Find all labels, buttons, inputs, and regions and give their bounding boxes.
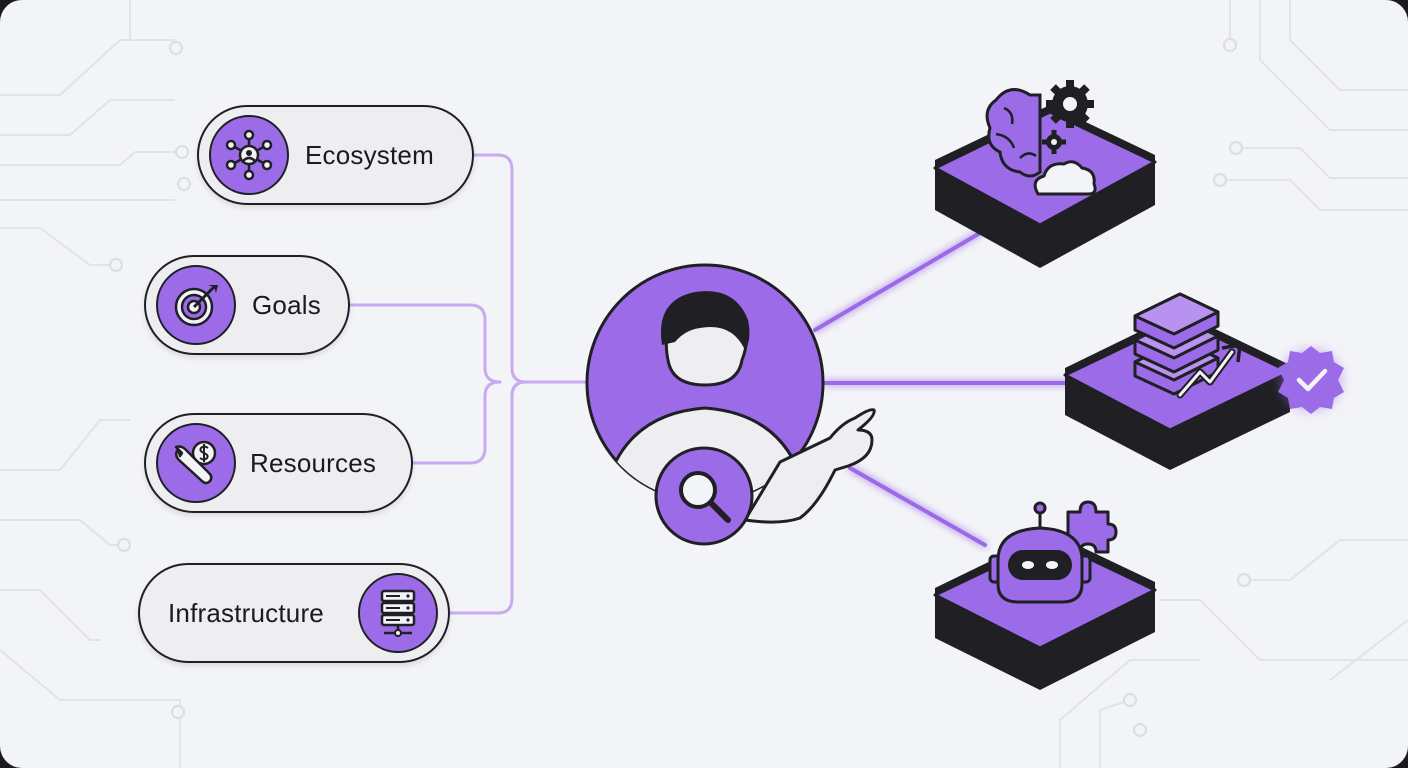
node-label: Ecosystem [305,139,434,170]
robot-puzzle-icon [988,500,1118,604]
network-people-icon [209,115,289,195]
wrench-dollar-icon [156,423,236,503]
left-connectors [348,153,587,615]
servers-growth-icon [1133,292,1242,399]
node-resources: Resources [144,413,413,513]
right-connectors [813,231,1070,547]
person-magnifier-icon [585,263,876,546]
platform-brain [933,80,1157,268]
server-rack-icon [358,573,438,653]
node-goals: Goals [144,255,350,355]
brain-gears-cloud-icon [985,80,1097,196]
node-label: Infrastructure [168,597,324,628]
node-ecosystem: Ecosystem [197,105,474,205]
platform-robot [933,500,1157,690]
node-infrastructure: Infrastructure [138,563,450,663]
node-label: Resources [250,447,377,478]
target-arrow-icon [156,265,236,345]
verified-check-badge-icon [1278,346,1344,414]
platform-servers [1063,292,1344,470]
node-label: Goals [252,289,321,320]
